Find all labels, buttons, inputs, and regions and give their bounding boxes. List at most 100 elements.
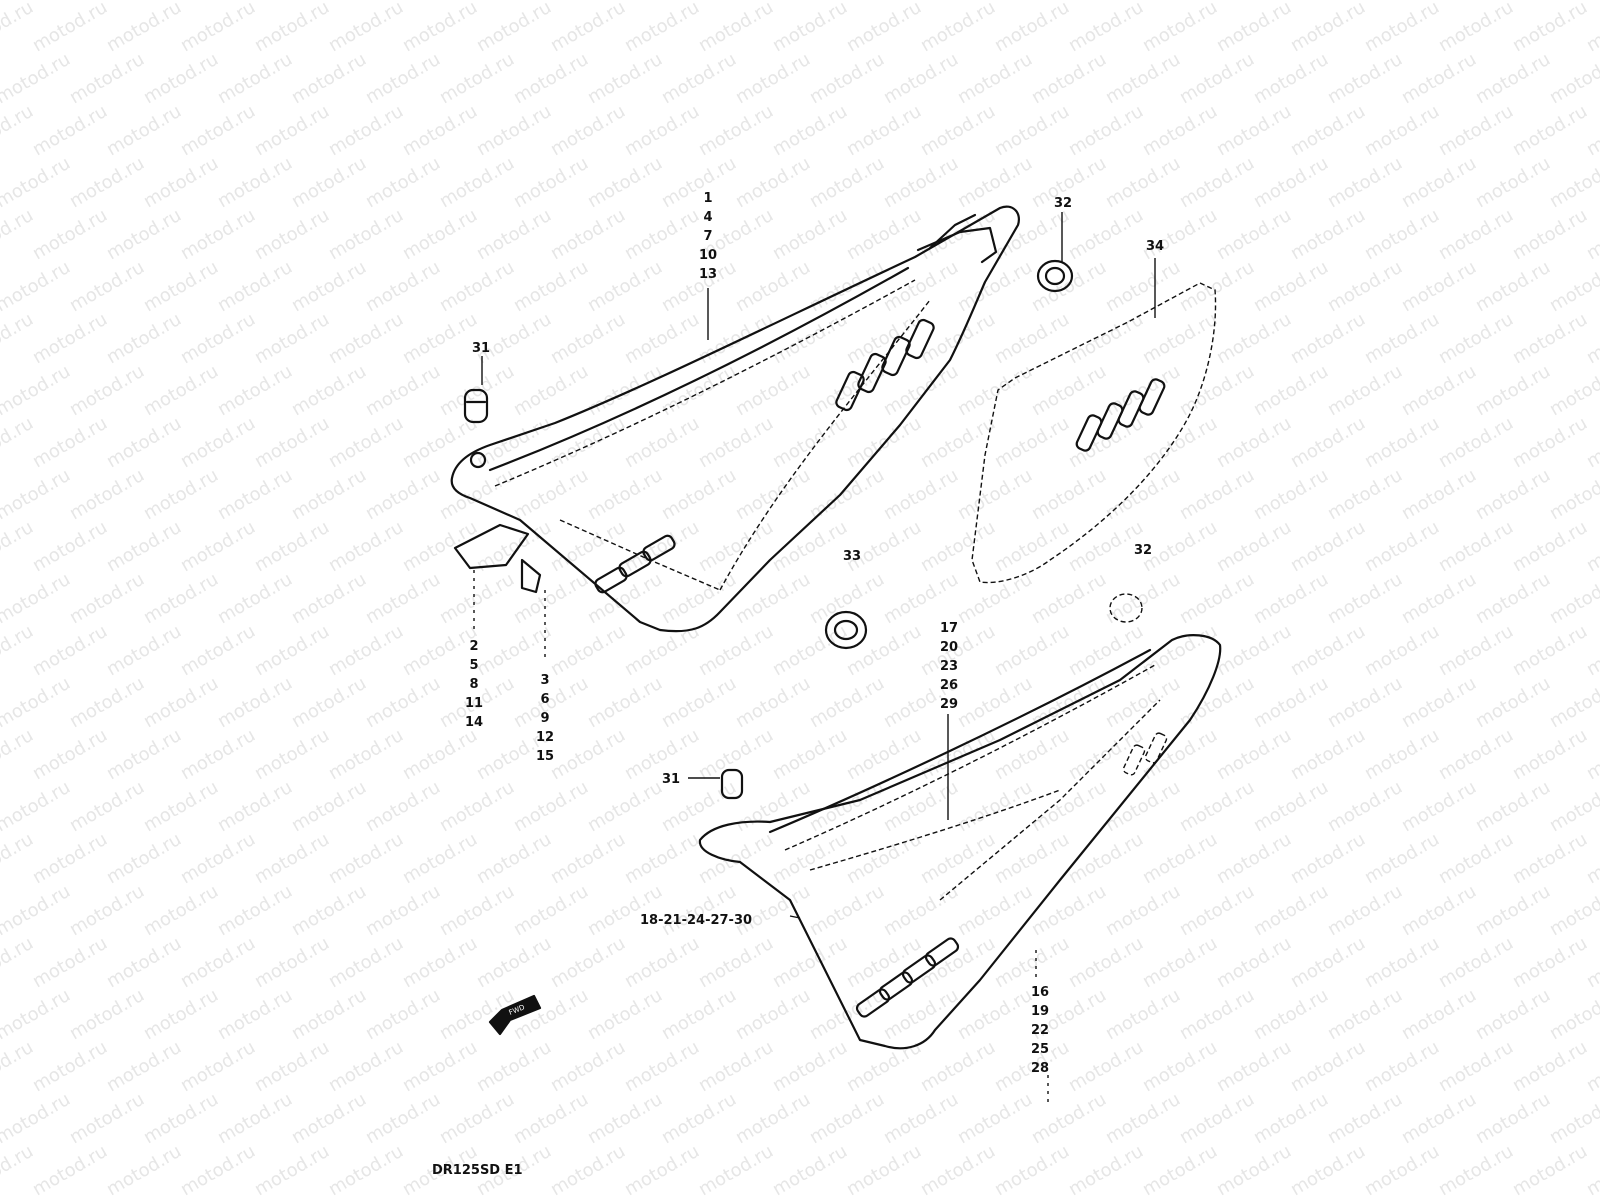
watermark-text: motod.ru — [1213, 829, 1295, 888]
grommet-top — [1036, 259, 1074, 293]
watermark-text: motod.ru — [1139, 1141, 1221, 1200]
callout-25: 25 — [1031, 1042, 1049, 1057]
watermark-text: motod.ru — [1065, 309, 1147, 368]
watermark-text: motod.ru — [1176, 569, 1258, 628]
watermark-text: motod.ru — [843, 517, 925, 576]
watermark-text: motod.ru — [103, 829, 185, 888]
watermark-text: motod.ru — [695, 1141, 777, 1200]
watermark-text: motod.ru — [1324, 0, 1406, 4]
watermark-text: motod.ru — [1139, 621, 1221, 680]
watermark-text: motod.ru — [843, 725, 925, 784]
watermark-text: motod.ru — [1250, 777, 1332, 836]
watermark-text: motod.ru — [29, 309, 111, 368]
watermark-text: motod.ru — [1287, 725, 1369, 784]
watermark-text: motod.ru — [66, 1089, 148, 1148]
watermark-text: motod.ru — [991, 1141, 1073, 1200]
watermark-text: motod.ru — [0, 0, 37, 56]
watermark-text: motod.ru — [584, 673, 666, 732]
watermark-text: motod.ru — [547, 1037, 629, 1096]
watermark-text: motod.ru — [325, 413, 407, 472]
watermark-text: motod.ru — [436, 1089, 518, 1148]
watermark-text: motod.ru — [954, 673, 1036, 732]
watermark-text: motod.ru — [436, 881, 518, 940]
watermark-text: motod.ru — [66, 881, 148, 940]
watermark-text: motod.ru — [1435, 0, 1517, 56]
watermark-text: motod.ru — [288, 881, 370, 940]
watermark-text: motod.ru — [621, 517, 703, 576]
cushion-top — [463, 388, 489, 424]
watermark-text: motod.ru — [1065, 933, 1147, 992]
watermark-text: motod.ru — [0, 985, 74, 1044]
watermark-text: motod.ru — [1028, 881, 1110, 940]
watermark-text: motod.ru — [769, 1141, 851, 1200]
callout-34: 34 — [1146, 239, 1164, 254]
watermark-text: motod.ru — [991, 621, 1073, 680]
watermark-text: motod.ru — [1361, 933, 1443, 992]
watermark-text: motod.ru — [103, 413, 185, 472]
watermark-text: motod.ru — [436, 0, 518, 4]
watermark-text: motod.ru — [214, 361, 296, 420]
watermark-text: motod.ru — [1176, 0, 1258, 4]
watermark-text: motod.ru — [1287, 829, 1369, 888]
callout-22: 22 — [1031, 1023, 1049, 1038]
watermark-text: motod.ru — [66, 153, 148, 212]
watermark-text: motod.ru — [1472, 1089, 1554, 1148]
upper-frame-cover — [450, 205, 1020, 633]
watermark-text: motod.ru — [1324, 257, 1406, 316]
watermark-text: motod.ru — [214, 1089, 296, 1148]
watermark-text: motod.ru — [806, 1089, 888, 1148]
watermark-text: motod.ru — [140, 0, 222, 4]
watermark-text: motod.ru — [214, 153, 296, 212]
watermark-text: motod.ru — [991, 517, 1073, 576]
watermark-text: motod.ru — [473, 0, 555, 56]
watermark-text: motod.ru — [140, 1089, 222, 1148]
watermark-text: motod.ru — [991, 0, 1073, 56]
watermark-text: motod.ru — [29, 621, 111, 680]
watermark-text: motod.ru — [658, 465, 740, 524]
watermark-text: motod.ru — [1546, 881, 1600, 940]
watermark-text: motod.ru — [1435, 1141, 1517, 1200]
watermark-text: motod.ru — [732, 465, 814, 524]
watermark-text: motod.ru — [1472, 153, 1554, 212]
watermark-text: motod.ru — [510, 777, 592, 836]
watermark-text: motod.ru — [584, 777, 666, 836]
watermark-text: motod.ru — [1509, 101, 1591, 160]
watermark-text: motod.ru — [1398, 153, 1480, 212]
watermark-text: motod.ru — [1324, 881, 1406, 940]
watermark-text: motod.ru — [880, 49, 962, 108]
watermark-text: motod.ru — [1546, 985, 1600, 1044]
callout-20: 20 — [940, 640, 958, 655]
watermark-text: motod.ru — [658, 257, 740, 316]
watermark-text: motod.ru — [1361, 621, 1443, 680]
watermark-text: motod.ru — [621, 1037, 703, 1096]
watermark-text: motod.ru — [66, 49, 148, 108]
watermark-text: motod.ru — [954, 881, 1036, 940]
watermark-text: motod.ru — [510, 465, 592, 524]
watermark-text: motod.ru — [473, 1037, 555, 1096]
watermark-text: motod.ru — [621, 933, 703, 992]
watermark-text: motod.ru — [1509, 413, 1591, 472]
watermark-text: motod.ru — [140, 985, 222, 1044]
watermark-text: motod.ru — [547, 205, 629, 264]
watermark-text: motod.ru — [1398, 257, 1480, 316]
watermark-text: motod.ru — [1213, 1141, 1295, 1200]
watermark-text: motod.ru — [0, 829, 37, 888]
watermark-text: motod.ru — [1472, 777, 1554, 836]
watermark-text: motod.ru — [1213, 413, 1295, 472]
watermark-text: motod.ru — [288, 0, 370, 4]
callout-lower-cover-right: 16 19 22 25 28 — [1031, 985, 1049, 1076]
callout-5: 5 — [469, 658, 478, 673]
watermark-text: motod.ru — [991, 101, 1073, 160]
watermark-text: motod.ru — [1250, 465, 1332, 524]
watermark-text: motod.ru — [251, 933, 333, 992]
callout-left-grommet: 2 5 8 11 14 — [465, 639, 483, 730]
watermark-text: motod.ru — [584, 569, 666, 628]
watermark-text: motod.ru — [251, 205, 333, 264]
watermark-text: motod.ru — [547, 829, 629, 888]
watermark-text: motod.ru — [1028, 257, 1110, 316]
watermark-text: motod.ru — [1324, 569, 1406, 628]
watermark-text: motod.ru — [584, 257, 666, 316]
watermark-text: motod.ru — [1250, 881, 1332, 940]
watermark-text: motod.ru — [1139, 933, 1221, 992]
